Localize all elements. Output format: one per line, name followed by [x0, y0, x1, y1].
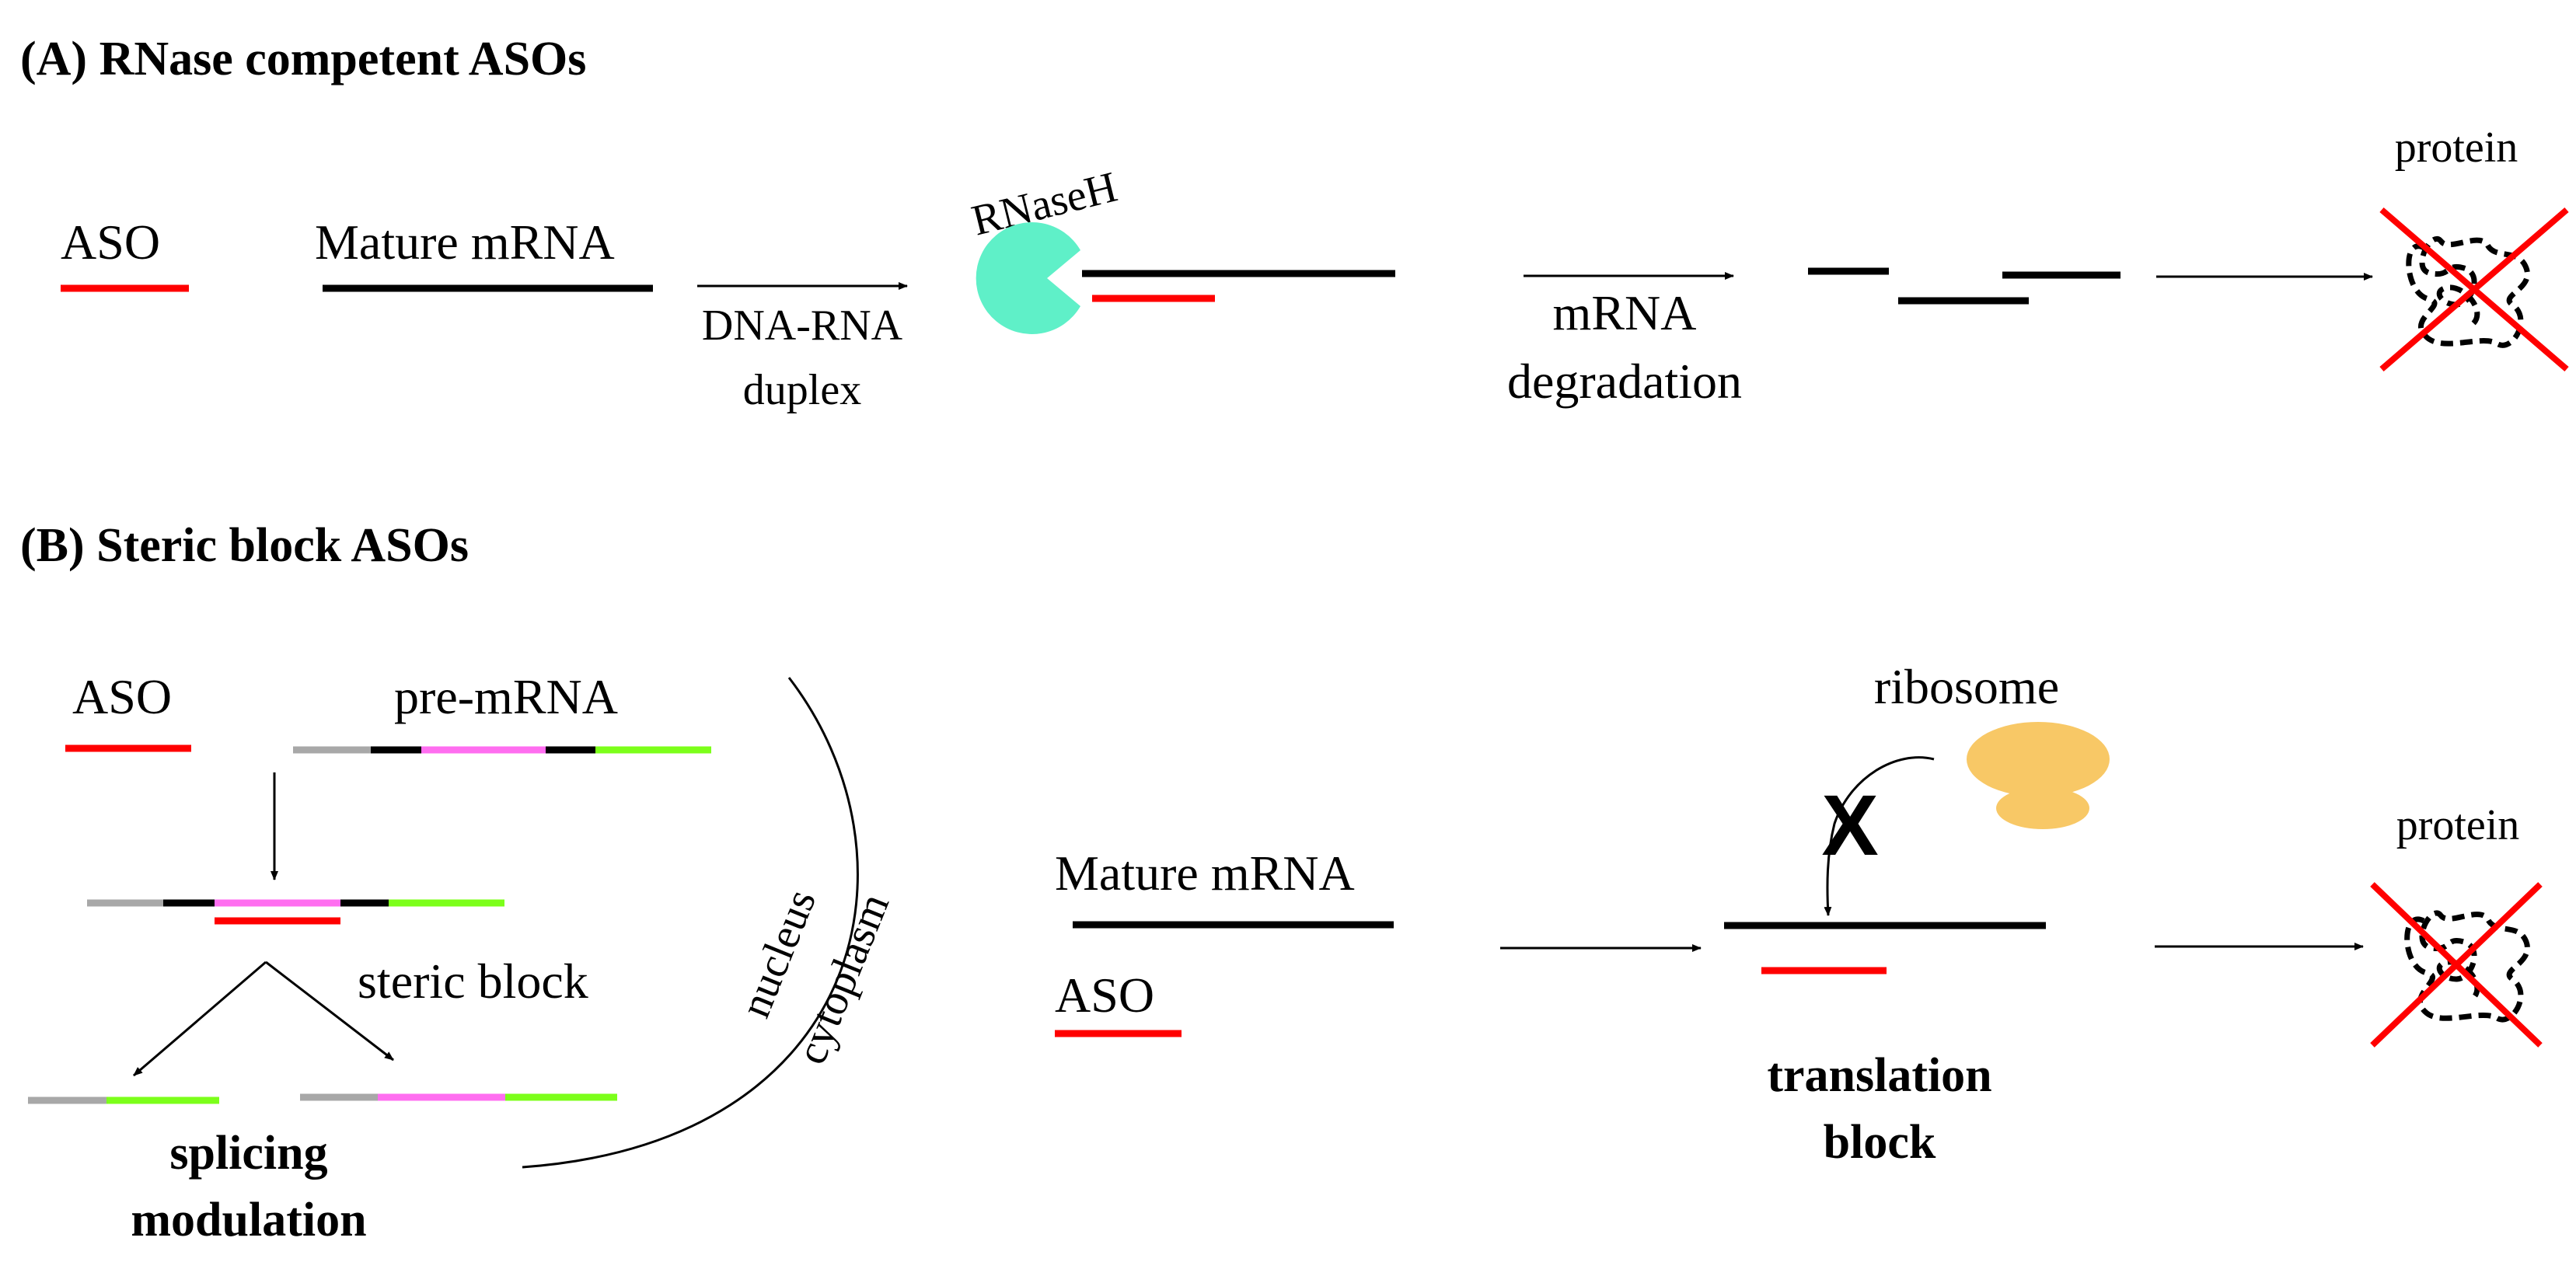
panel-b-protein-icon	[2370, 882, 2543, 1048]
panel-a-protein-icon	[2379, 207, 2569, 372]
ribosome-binding-arrow	[1824, 756, 1935, 916]
translation-label-2: block	[1824, 1116, 1936, 1169]
splicing-label-1: splicing	[169, 1127, 327, 1180]
nuclear-membrane-arc	[522, 677, 859, 1169]
panel-a-protein-label: protein	[2395, 124, 2518, 172]
splice-arrow-left	[133, 960, 267, 1077]
degradation-label-2: degradation	[1507, 354, 1742, 409]
panel-b-mrna-label: Mature mRNA	[1055, 845, 1355, 901]
splice-arrow-right	[265, 960, 394, 1062]
steric-block-label: steric block	[358, 953, 588, 1009]
ribosome-label: ribosome	[1874, 659, 2059, 714]
panel-a-heading: (A) RNase competent ASOs	[20, 33, 586, 85]
splicing-label-2: modulation	[131, 1194, 366, 1246]
panel-a-duplex-label-1: DNA-RNA	[702, 302, 903, 350]
panel-b-protein-cross	[2370, 882, 2543, 1048]
degradation-label-1: mRNA	[1553, 285, 1697, 340]
panel-b-heading: (B) Steric block ASOs	[20, 519, 469, 572]
bound-pre-mrna	[87, 899, 504, 925]
panel-a: (A) RNase competent ASOs ASO Mature mRNA…	[20, 33, 2569, 414]
panel-a-protein-cross	[2379, 207, 2569, 372]
rnaseh-enzyme-icon	[976, 221, 1080, 335]
translation-label-1: translation	[1767, 1049, 1991, 1102]
panel-b-aso-label: ASO	[72, 669, 172, 724]
pre-mrna-label: pre-mRNA	[394, 669, 618, 724]
panel-a-aso-label: ASO	[61, 214, 160, 270]
mrna-fragments	[1808, 267, 2120, 305]
panel-a-duplex-label-2: duplex	[743, 366, 861, 414]
ribosome-icon	[1967, 722, 2110, 829]
panel-b: (B) Steric block ASOs ASO pre-mRNA steri…	[20, 519, 2543, 1246]
panel-b-protein-label: protein	[2396, 801, 2520, 849]
panel-b-aso-label-2: ASO	[1055, 967, 1154, 1023]
block-x-icon: X	[1821, 778, 1878, 873]
panel-a-mrna-label: Mature mRNA	[315, 214, 615, 270]
